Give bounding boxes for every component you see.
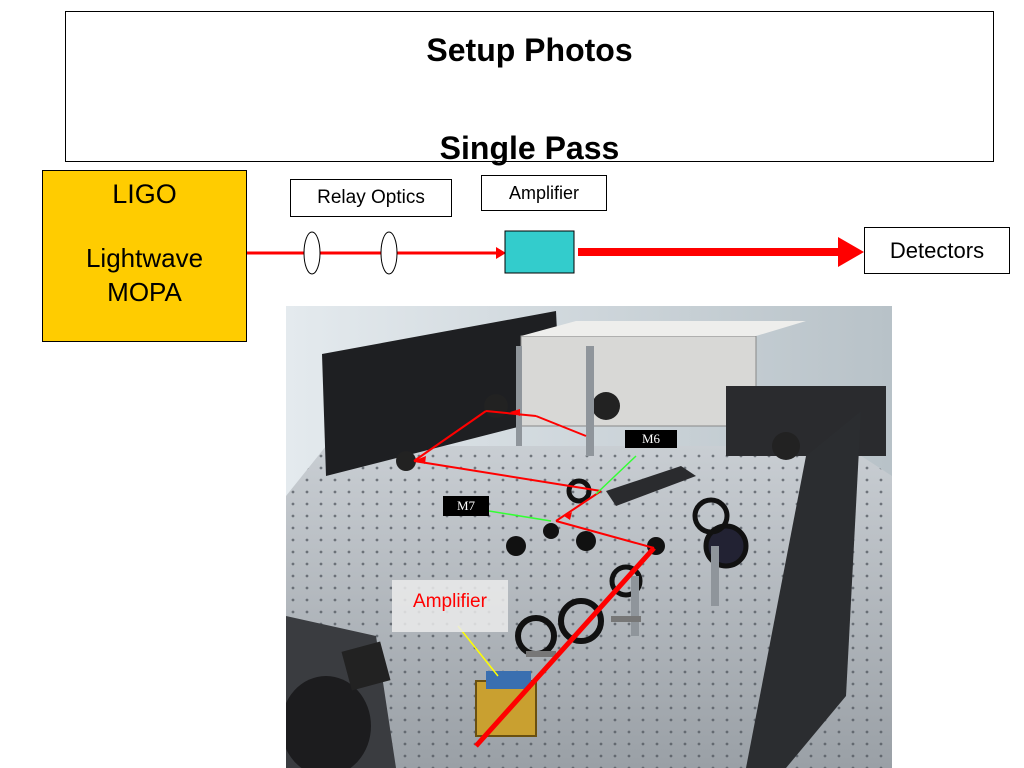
slide-title: Setup Photos	[426, 32, 633, 68]
detectors-label: Detectors	[864, 227, 1010, 274]
setup-photo-drawing	[286, 306, 892, 768]
setup-photo	[286, 306, 892, 768]
beam-arrowhead-detectors	[838, 237, 864, 267]
mirror-m6-label: M6	[625, 430, 677, 448]
relay-lens-1	[303, 231, 321, 275]
amplifier-block	[504, 230, 575, 274]
relay-lens-2	[380, 231, 398, 275]
relay-optics-label: Relay Optics	[290, 179, 452, 217]
slide-subtitle: Single Pass	[439, 130, 620, 166]
laser-type-line1: Lightwave	[85, 243, 204, 273]
laser-type-line2: MOPA	[107, 277, 182, 307]
title-box: Setup Photos Single Pass	[65, 11, 994, 166]
beam-arrowhead-amplifier	[496, 247, 506, 259]
photo-amplifier-label: Amplifier	[392, 580, 508, 632]
mirror-m7-label: M7	[443, 496, 489, 516]
amplifier-label: Amplifier	[481, 175, 607, 211]
laser-source-box: LIGO Lightwave MOPA	[42, 170, 247, 342]
laser-name: LIGO	[112, 179, 177, 209]
